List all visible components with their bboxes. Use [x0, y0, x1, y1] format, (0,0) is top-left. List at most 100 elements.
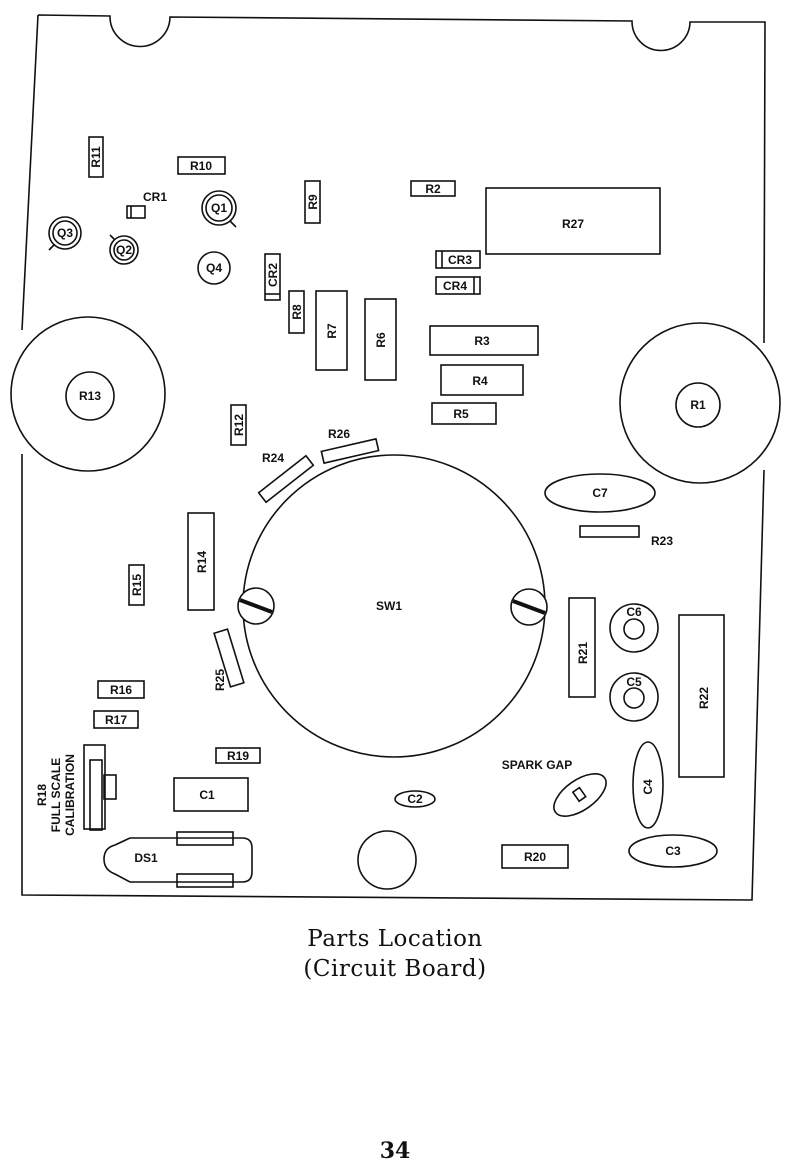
c3-capacitor	[628, 834, 718, 868]
r8-resistor	[288, 290, 305, 334]
caption-title: Parts Location	[307, 926, 483, 952]
cr3-label: CR3	[448, 253, 472, 267]
r9-resistor	[304, 180, 321, 224]
r15-label: R15	[130, 574, 144, 596]
r10-label: R10	[190, 159, 212, 173]
r19-label: R19	[227, 749, 249, 763]
c2-capacitor	[394, 790, 436, 808]
r22-label: R22	[697, 687, 711, 709]
mounting-hole	[357, 830, 417, 890]
r18-label: R18	[35, 784, 49, 806]
c6-capacitor	[609, 603, 659, 653]
r5-resistor	[431, 402, 497, 425]
r21-resistor	[568, 597, 596, 698]
ds1-clip-bottom	[176, 873, 234, 888]
cr2-label: CR2	[266, 263, 280, 287]
r1-label: R1	[690, 398, 706, 412]
q4-transistor	[197, 251, 231, 285]
r11-resistor	[88, 136, 104, 178]
r18-note-full-scale: FULL SCALE	[49, 758, 63, 832]
r7-label: R7	[325, 323, 339, 339]
r11-label: R11	[89, 146, 103, 168]
r16-resistor	[97, 680, 145, 699]
sw1-screw-left-slot	[239, 598, 273, 614]
r26-label: R26	[328, 427, 350, 441]
r4-resistor	[440, 364, 524, 396]
r1-potentiometer	[619, 322, 781, 484]
circuit-board-diagram: R13 R1 R11 R10 CR1 Q1 Q3 Q2 Q4 R9 R2 R27…	[10, 14, 781, 901]
c3-label: C3	[665, 844, 681, 858]
q2-label: Q2	[116, 243, 132, 257]
r2-label: R2	[425, 182, 441, 196]
c5-inner	[623, 687, 645, 709]
r6-label: R6	[374, 332, 388, 348]
q3-inner	[52, 220, 78, 246]
q3-label: Q3	[57, 226, 73, 240]
r8-label: R8	[290, 304, 304, 320]
ds1-label: DS1	[134, 851, 158, 865]
r27-resistor	[485, 187, 661, 255]
r20-label: R20	[524, 850, 546, 864]
r26-resistor	[320, 437, 380, 465]
r25-label: R25	[213, 669, 227, 691]
cr4-label: CR4	[443, 279, 467, 293]
q1-tab	[229, 220, 237, 228]
cr4-diode	[435, 276, 481, 295]
r14-label: R14	[195, 551, 209, 573]
r4-label: R4	[472, 374, 488, 388]
c1-label: C1	[199, 788, 215, 802]
sw1-screw-right-slot	[512, 599, 546, 615]
c7-capacitor	[544, 473, 656, 513]
r22-resistor	[678, 614, 725, 778]
cr1-diode	[126, 205, 146, 219]
r13-shaft	[65, 371, 115, 421]
r25-resistor	[213, 628, 245, 688]
r1-shaft	[675, 382, 721, 428]
r3-label: R3	[474, 334, 490, 348]
r7-resistor	[315, 290, 348, 371]
r18-potentiometer	[83, 744, 106, 830]
c6-label: C6	[626, 605, 642, 619]
q2-tab	[109, 234, 116, 241]
r6-resistor	[364, 298, 397, 381]
sw1-label: SW1	[376, 599, 402, 613]
r9-label: R9	[306, 194, 320, 210]
c7-label: C7	[592, 486, 608, 500]
r12-resistor	[230, 404, 247, 446]
r2-resistor	[410, 180, 456, 197]
q4-label: Q4	[206, 261, 222, 275]
board-outline	[21, 14, 766, 901]
c4-label: C4	[641, 779, 655, 795]
c2-label: C2	[407, 792, 423, 806]
r23-label: R23	[651, 534, 673, 548]
c1-capacitor	[173, 777, 249, 812]
r13-potentiometer	[10, 316, 166, 472]
r17-label: R17	[105, 713, 127, 727]
c5-label: C5	[626, 675, 642, 689]
c4-capacitor	[632, 741, 664, 829]
r14-resistor	[187, 512, 215, 611]
r17-resistor	[93, 710, 139, 729]
spark-gap-label: SPARK GAP	[502, 758, 572, 772]
page-number: 34	[379, 1138, 411, 1164]
ds1-clip-top	[176, 831, 234, 846]
q2-inner	[113, 239, 135, 261]
cr3-diode	[435, 250, 481, 269]
q1-inner	[205, 194, 233, 222]
q1-transistor	[201, 190, 237, 226]
spark-gap-electrode	[571, 786, 587, 803]
r18-adjuster	[103, 774, 117, 800]
r15-resistor	[128, 564, 145, 606]
r20-resistor	[501, 844, 569, 869]
r27-label: R27	[562, 217, 584, 231]
r10-resistor	[177, 156, 226, 175]
r3-resistor	[429, 325, 539, 356]
r5-label: R5	[453, 407, 469, 421]
r16-label: R16	[110, 683, 132, 697]
caption-subtitle: (Circuit Board)	[303, 956, 487, 982]
spark-gap	[553, 773, 607, 817]
r19-resistor	[215, 747, 261, 764]
r23-resistor	[579, 525, 640, 538]
c6-inner	[623, 618, 645, 640]
ds1-lamp	[103, 837, 253, 883]
